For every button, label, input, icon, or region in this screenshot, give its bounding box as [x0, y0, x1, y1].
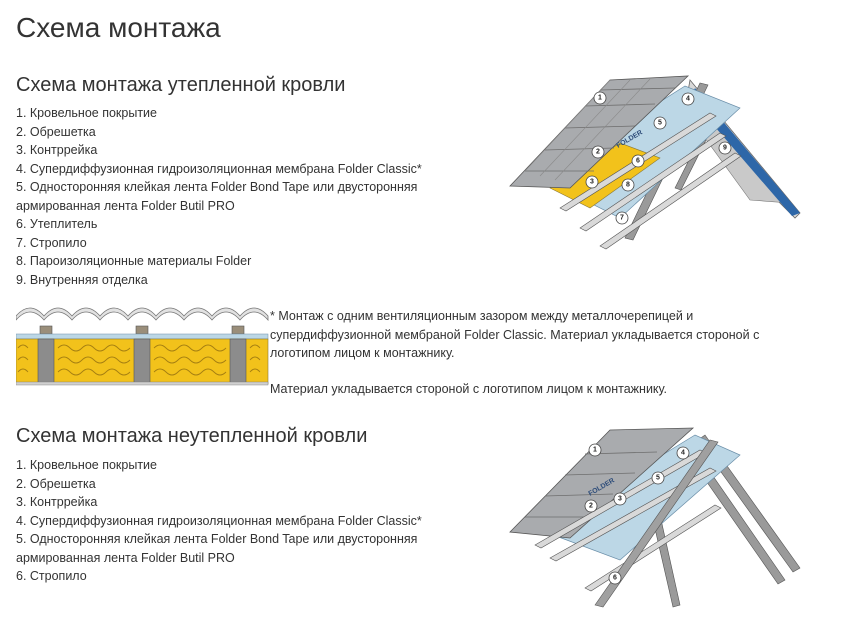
list-item: 1. Кровельное покрытие [16, 106, 157, 120]
callout-8: 8 [626, 182, 630, 189]
insulated-heading: Схема монтажа утепленной кровли [16, 74, 346, 96]
callout-5: 5 [658, 120, 662, 127]
list-item: 2. Обрешетка [16, 476, 96, 491]
list-item: 3. Контррейка [16, 143, 98, 157]
callout-5: 5 [656, 475, 660, 482]
callout-6: 6 [613, 575, 617, 582]
callout-1: 1 [593, 447, 597, 454]
uninsulated-roof-diagram: 1 2 3 4 5 6 FOLDER [509, 427, 801, 608]
list-item: 5. Односторонняя клейкая лента Folder Bo… [16, 532, 418, 565]
list-item: 3. Контррейка [16, 495, 98, 509]
list-item: 4. Супердиффузионная гидроизоляционная м… [16, 513, 422, 528]
list-item: 5. Односторонняя клейкая лента Folder Bo… [16, 180, 418, 213]
list-item: 6. Стропило [16, 569, 87, 583]
callout-7: 7 [620, 215, 624, 222]
callout-9: 9 [723, 145, 727, 152]
callout-3: 3 [590, 179, 594, 186]
roof-cross-section-illustration [16, 307, 269, 386]
callout-3: 3 [618, 496, 622, 503]
installation-note-1: * Монтаж с одним вентиляционным зазором … [270, 309, 760, 360]
list-item: 2. Обрешетка [16, 124, 96, 139]
list-item: 7. Стропило [16, 235, 87, 250]
list-item: 8. Пароизоляционные материалы Folder [16, 254, 252, 268]
insulated-roof-diagram: 1 2 3 4 5 6 7 8 9 FOLDER [509, 75, 801, 250]
callout-4: 4 [681, 450, 685, 457]
uninsulated-heading: Схема монтажа неутепленной кровли [16, 425, 368, 447]
installation-note-2: Материал укладывается стороной с логотип… [270, 382, 668, 396]
callout-2: 2 [589, 503, 593, 510]
list-item: 1. Кровельное покрытие [16, 458, 157, 472]
list-item: 6. Утеплитель [16, 217, 98, 231]
uninsulated-layer-list: 1. Кровельное покрытие 2. Обрешетка 3. К… [16, 456, 436, 586]
list-item: 9. Внутренняя отделка [16, 272, 148, 287]
callout-2: 2 [596, 149, 600, 156]
page-title: Схема монтажа [16, 12, 221, 43]
insulated-layer-list: 1. Кровельное покрытие 2. Обрешетка 3. К… [16, 104, 436, 289]
callout-4: 4 [686, 96, 690, 103]
callout-6: 6 [636, 158, 640, 165]
callout-1: 1 [598, 95, 602, 102]
list-item: 4. Супердиффузионная гидроизоляционная м… [16, 161, 422, 176]
